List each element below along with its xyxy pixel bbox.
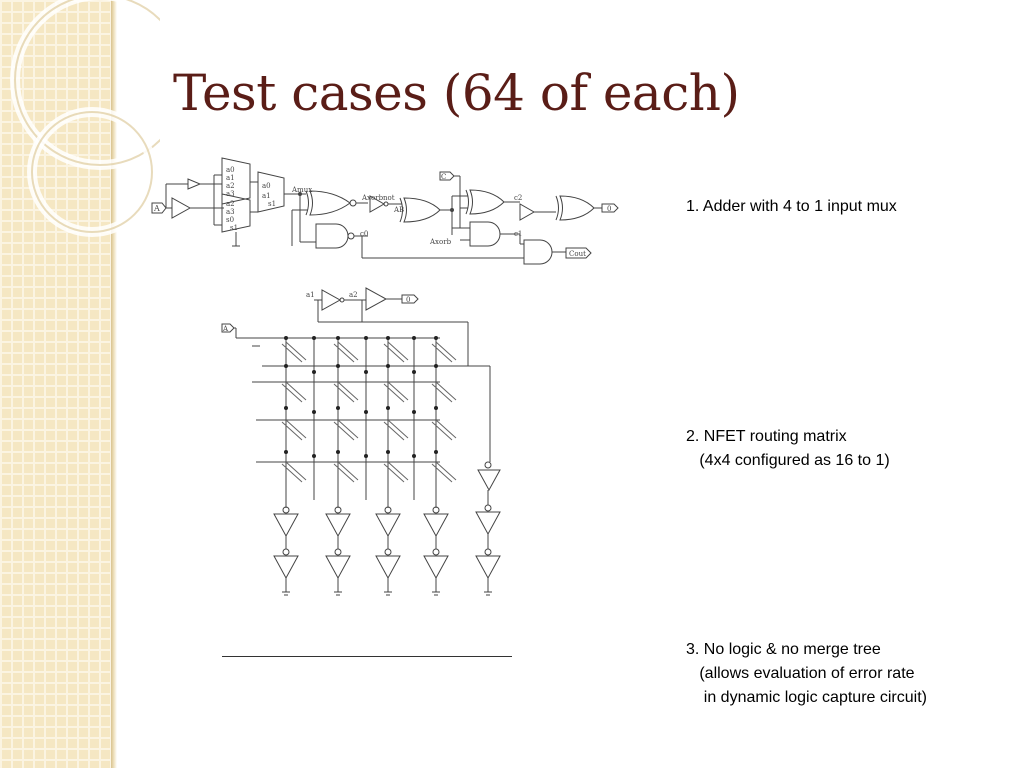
item-nfet-line-1: 2. NFET routing matrix — [686, 428, 847, 445]
item-nfet-matrix: 2. NFET routing matrix (4x4 configured a… — [686, 425, 890, 473]
and-gate-3 — [523, 239, 553, 265]
matrix-a1-label: a1 — [306, 291, 315, 299]
item-nfet-line-2: (4x4 configured as 16 to 1) — [686, 452, 890, 469]
mux1-a2: a2 — [226, 182, 235, 190]
decorative-circles — [10, 0, 160, 237]
xor-gate-3 — [465, 189, 505, 215]
output-port-cout — [565, 247, 592, 259]
slide-title: Test cases (64 of each) — [173, 64, 740, 122]
xor-gate-2 — [399, 197, 441, 223]
matrix-out-zero: 0 — [406, 296, 410, 304]
or-gate-out — [555, 195, 595, 221]
mux2-a2: a2 — [226, 200, 235, 208]
amux-label: Amux — [291, 186, 312, 194]
matrix-input-a-label: A — [222, 325, 229, 333]
matrix-inverter-1 — [321, 289, 342, 311]
c0-label: c0 — [360, 230, 368, 238]
small-buffer-icon — [187, 178, 202, 190]
item-no-logic-line-1: 3. No logic & no merge tree — [686, 641, 881, 658]
mux3-a1: a1 — [262, 192, 271, 200]
item-no-logic: 3. No logic & no merge tree (allows eval… — [686, 638, 927, 710]
mux-3 — [257, 171, 285, 213]
item-no-logic-line-2: (allows evaluation of error rate — [686, 665, 915, 682]
item-adder-line-1: 1. Adder with 4 to 1 input mux — [686, 198, 897, 215]
adder-schematic: A a0 a1 a2 a3 a2 a3 s0 s1 a0 a1 s1 Amux — [151, 157, 619, 265]
mux2-s0: s0 — [226, 216, 234, 224]
matrix-input-a — [221, 323, 235, 333]
xor-gate-1 — [305, 190, 351, 216]
mux3-s1: s1 — [268, 200, 276, 208]
output-port-0 — [601, 203, 619, 213]
input-port-c — [439, 171, 455, 181]
axorb-label: Axorb — [429, 238, 452, 246]
side-inverter — [477, 469, 501, 492]
axorbnot-label: Axorbnot — [361, 194, 395, 202]
item-no-logic-line-3: in dynamic logic capture circuit) — [686, 689, 927, 706]
adder-out-zero: 0 — [607, 205, 611, 213]
mux-2 — [221, 193, 251, 233]
column-buffers — [273, 504, 501, 596]
matrix-inverter-2 — [365, 287, 388, 311]
junction-dots — [284, 336, 438, 458]
nfet-switch-grid — [281, 341, 457, 483]
inverter-1 — [369, 195, 386, 213]
mux2-s1: s1 — [230, 224, 238, 232]
item-adder: 1. Adder with 4 to 1 input mux — [686, 195, 897, 219]
c1-label: c1 — [514, 230, 522, 238]
mux1-a0: a0 — [226, 166, 235, 174]
nfet-matrix-schematic: a1 a2 0 A — [221, 287, 501, 596]
cout-label: Cout — [569, 250, 586, 258]
mux2-a3: a3 — [226, 208, 235, 216]
matrix-output-0 — [401, 294, 419, 304]
mux1-a1: a1 — [226, 174, 235, 182]
c2-label: c2 — [514, 194, 522, 202]
adder-input-a-label: A — [153, 204, 160, 213]
and-gate-2 — [469, 221, 501, 247]
input-c-label: C — [441, 173, 446, 181]
ab-label: AB — [393, 206, 404, 214]
sidebar-edge — [111, 0, 117, 768]
mux3-a0: a0 — [262, 182, 271, 190]
separator-line — [222, 656, 512, 657]
input-port-a — [151, 202, 167, 214]
mux-1 — [221, 157, 251, 205]
and-gate-1 — [315, 223, 349, 249]
matrix-a2-label: a2 — [349, 291, 358, 299]
mux1-a3: a3 — [226, 190, 235, 198]
inverter-2 — [519, 203, 536, 221]
input-buffer-icon — [171, 197, 192, 219]
